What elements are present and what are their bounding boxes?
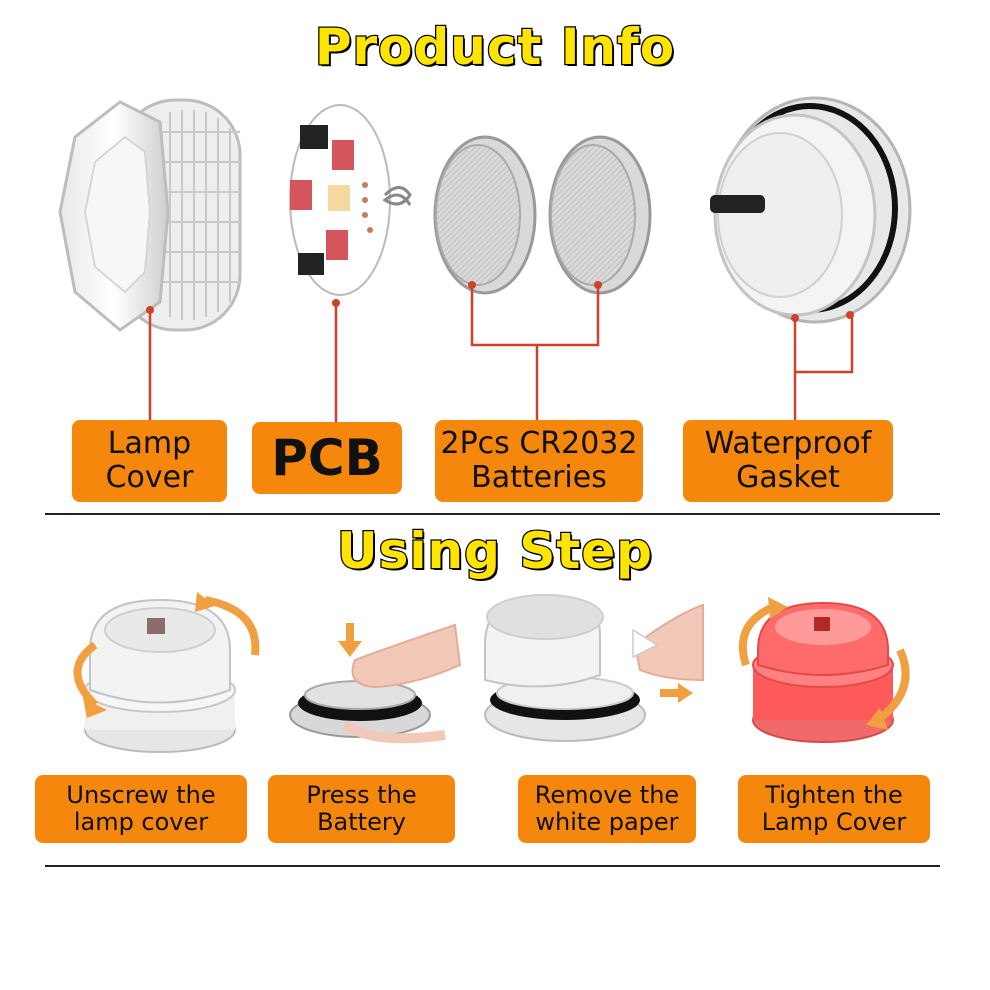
step-tighten-image: [738, 597, 910, 743]
pcb-image: [289, 104, 412, 307]
batteries-label: 2Pcs CR2032 Batteries: [435, 420, 643, 502]
divider-bottom: [45, 865, 940, 867]
lamp-cover-image: [58, 98, 242, 332]
product-info-title: Product Info: [314, 17, 676, 78]
step-remove-image: [484, 593, 704, 742]
pcb-label: PCB: [252, 422, 402, 494]
step-unscrew-label: Unscrew the lamp cover: [35, 775, 247, 843]
step-remove-label: Remove the white paper: [518, 775, 696, 843]
lamp-cover-label: Lamp Cover: [72, 420, 227, 502]
step-press-label: Press the Battery: [268, 775, 455, 843]
step-unscrew-image: [73, 592, 260, 753]
step-press-image: [289, 623, 462, 744]
divider-top: [45, 513, 940, 515]
gasket-label: Waterproof Gasket: [683, 420, 893, 502]
gasket-image: [710, 96, 912, 324]
batteries-image: [433, 135, 652, 295]
step-tighten-label: Tighten the Lamp Cover: [738, 775, 930, 843]
using-step-title: Using Step: [336, 521, 653, 582]
